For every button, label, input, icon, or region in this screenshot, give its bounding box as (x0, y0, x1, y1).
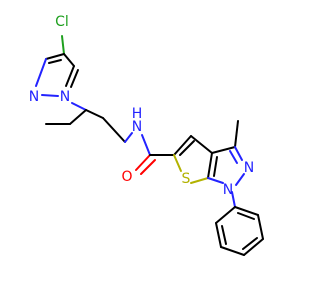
amide-h-label: H (132, 106, 143, 122)
bond-c-o (135, 154, 151, 171)
carbonyl-o-label: O (121, 169, 132, 185)
bond-c-o-double (140, 159, 156, 175)
pyrazole-n-label-a: N (29, 89, 39, 105)
bond-ph-1 (234, 206, 259, 216)
bond-n1-n2 (41, 94, 59, 97)
pyrazole-n-label-c: N (244, 160, 254, 176)
chlorine-label: Cl (55, 14, 69, 30)
bond-ph-3-double (242, 237, 258, 250)
bond-ph-3 (243, 238, 264, 256)
bond-c-cl (61, 35, 65, 55)
thienopyrazole-ring (173, 120, 245, 186)
pyrazole-n-label-b: N (60, 89, 70, 105)
bond-c4-c3a (190, 135, 213, 154)
bond-c5-n1 (65, 65, 75, 87)
bond-ch2-ch2 (102, 117, 126, 143)
bond-c5-c4-double (179, 140, 195, 156)
bond-s-c7a (190, 177, 209, 184)
bond-c3-ch3 (234, 120, 239, 148)
bond-ph-5-double (221, 225, 227, 245)
bond-ph-6 (215, 206, 236, 224)
bond-c4-c5 (63, 53, 75, 67)
bond-c3-n2-double (229, 150, 238, 164)
bond-c5-s (173, 154, 182, 172)
bond-n2-c3 (35, 58, 47, 87)
bond-ch-ch2 (85, 109, 104, 119)
bond-ph-4 (220, 246, 245, 256)
phenyl-ring (215, 191, 264, 256)
bond-c5-c4 (173, 135, 192, 156)
chloropyrazole-ring (35, 35, 79, 97)
bond-ch-ethyl (69, 109, 87, 125)
bond-n1-c7a (207, 177, 224, 184)
thiophene-s-label: S (182, 171, 191, 187)
atom-labels: Cl N N N H O S N N (29, 14, 254, 198)
bond-c5-n1-double (70, 69, 79, 88)
pyrazole-n-label-d: N (223, 182, 233, 198)
bond-ph-1-double (237, 212, 255, 220)
bond-n2-n1 (235, 173, 245, 186)
bond-c4-c3 (45, 53, 65, 60)
bond-n-ch (71, 102, 87, 111)
alkyl-linker (45, 102, 133, 143)
bond-n-phenyl (231, 191, 236, 208)
bond-ch2-nh (124, 132, 133, 143)
amide-group (135, 134, 175, 175)
molecule-structure: Cl N N N H O S N N (29, 14, 264, 256)
bond-ph-5 (215, 222, 222, 248)
amide-n-label: N (132, 119, 142, 135)
bond-c3a-c3 (211, 146, 236, 154)
bond-ph-2 (257, 214, 264, 240)
bond-c7a-c3a (207, 152, 213, 179)
bond-c3-n2 (234, 146, 243, 161)
bond-c7a-c3a-double (213, 156, 218, 177)
bond-nh-co (141, 134, 151, 156)
bond-c4-c3-double (48, 59, 62, 64)
